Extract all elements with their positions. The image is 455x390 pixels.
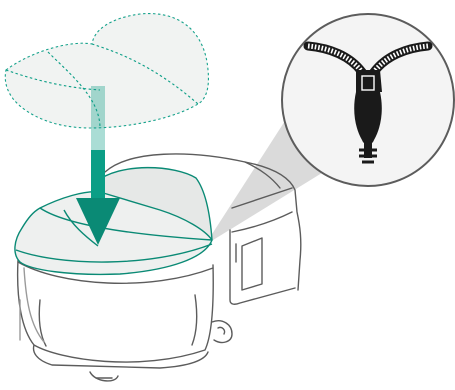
fitted-cover xyxy=(15,168,212,275)
canopy-cover xyxy=(5,14,208,128)
canopy-outline xyxy=(5,14,208,128)
